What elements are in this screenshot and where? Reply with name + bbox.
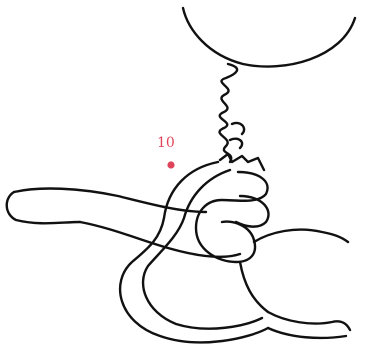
right-mid-contour xyxy=(240,262,268,312)
bottom-contour xyxy=(268,328,346,338)
wavy-cord xyxy=(220,64,238,162)
center-curl-inner xyxy=(222,222,254,240)
marker-label: 10 xyxy=(157,135,175,151)
horizontal-leg-foot xyxy=(7,192,80,223)
center-curl xyxy=(196,172,268,262)
horizontal-leg-upper xyxy=(14,189,206,212)
upper-body-arc xyxy=(183,8,355,67)
left-hook-inner xyxy=(143,170,262,329)
left-hook-loop xyxy=(120,162,268,342)
cord-branch xyxy=(230,123,244,148)
right-lower-contour xyxy=(268,312,350,330)
right-upper-contour xyxy=(254,230,348,242)
cord-ragged-end xyxy=(220,154,264,170)
marker-dot xyxy=(167,161,174,168)
